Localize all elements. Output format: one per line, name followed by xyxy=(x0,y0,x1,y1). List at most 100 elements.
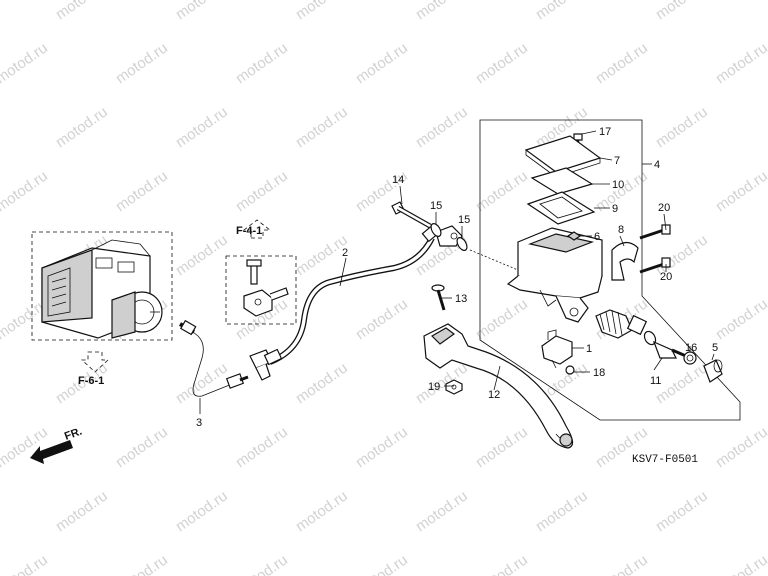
lever-pivot-bolt xyxy=(431,284,446,311)
callout-numbers: 17 7 10 9 4 6 8 20 20 14 15 15 2 13 1 18… xyxy=(196,126,718,429)
watermark-text: motod.ru xyxy=(173,231,231,279)
watermark-text: motod.ru xyxy=(53,103,111,151)
brake-light-switch xyxy=(541,329,573,369)
watermark-text: motod.ru xyxy=(473,551,531,576)
watermark-text: motod.ru xyxy=(113,423,171,471)
sealing-washer-lower xyxy=(456,237,468,251)
watermark-text: motod.ru xyxy=(233,39,291,87)
brake-pipe xyxy=(179,319,249,397)
diaphragm xyxy=(526,191,596,225)
master-cylinder-assembly-frame xyxy=(479,119,741,421)
watermark-text: motod.ru xyxy=(173,359,231,407)
sealing-washer-upper xyxy=(430,223,442,237)
diagram-code: KSV7-F0501 xyxy=(632,454,698,466)
brake-lever xyxy=(423,323,574,449)
f41-detail-frame xyxy=(225,255,297,325)
watermark-text: motod.ru xyxy=(653,103,711,151)
callout-15-right: 15 xyxy=(458,214,470,226)
piston-boot xyxy=(683,351,697,365)
watermark-text: motod.ru xyxy=(593,39,651,87)
ref-label-f61: F-6-1 xyxy=(78,375,104,387)
abs-modulator-unit xyxy=(41,239,163,339)
front-arrow: FR. xyxy=(30,425,84,464)
watermark-text: motod.ru xyxy=(533,487,591,535)
diaphragm-plate xyxy=(530,167,594,195)
watermark-text: motod.ru xyxy=(293,487,351,535)
watermark-text: motod.ru xyxy=(413,0,471,23)
callout-9: 9 xyxy=(612,203,618,215)
callout-18: 18 xyxy=(593,367,605,379)
callout-5: 5 xyxy=(712,342,718,354)
switch-screw xyxy=(565,365,575,375)
callout-8: 8 xyxy=(618,224,624,236)
watermark-text: motod.ru xyxy=(233,423,291,471)
watermark-text: motod.ru xyxy=(533,0,591,23)
watermark-text: motod.ru xyxy=(353,295,411,343)
watermark-text: motod.ru xyxy=(53,0,111,23)
leader-lines xyxy=(199,130,715,414)
abs-modulator-frame xyxy=(31,231,173,341)
ref-label-f41: F-4-1 xyxy=(236,225,262,237)
lever-pivot-nut xyxy=(445,379,463,395)
callout-2: 2 xyxy=(342,247,348,259)
watermark-text: motod.ru xyxy=(593,551,651,576)
watermark-text: motod.ru xyxy=(293,0,351,23)
master-cylinder-body xyxy=(469,227,603,323)
callout-12: 12 xyxy=(488,389,500,401)
watermark-text: motod.ru xyxy=(113,551,171,576)
brake-hose xyxy=(249,223,463,381)
watermark-text: motod.ru xyxy=(173,0,231,23)
watermark-text: motod.ru xyxy=(113,167,171,215)
watermark-text: motod.ru xyxy=(473,423,531,471)
push-rod-end xyxy=(703,359,723,383)
callout-16: 16 xyxy=(685,342,697,354)
watermark-text: motod.ru xyxy=(353,39,411,87)
f41-bracket-part xyxy=(243,259,289,317)
watermark-text: motod.ru xyxy=(0,39,51,87)
callout-6: 6 xyxy=(594,231,600,243)
watermark-text: motod.ru xyxy=(173,103,231,151)
watermark-text: motod.ru xyxy=(713,551,768,576)
callout-10: 10 xyxy=(612,179,624,191)
watermark-text: motod.ru xyxy=(233,167,291,215)
hose-lower-fitting xyxy=(249,348,283,381)
watermark-text: motod.ru xyxy=(473,167,531,215)
watermark-text: motod.ru xyxy=(473,295,531,343)
watermark-text: motod.ru xyxy=(413,487,471,535)
callout-19: 19 xyxy=(428,381,440,393)
callout-4: 4 xyxy=(654,159,660,171)
watermark-text: motod.ru xyxy=(653,0,711,23)
watermark-text: motod.ru xyxy=(173,487,231,535)
watermark-text: motod.ru xyxy=(713,39,768,87)
watermark-text: motod.ru xyxy=(473,39,531,87)
watermark-text: motod.ru xyxy=(113,39,171,87)
callout-20-lower: 20 xyxy=(660,271,672,283)
piston-set xyxy=(595,309,687,359)
watermark-text: motod.ru xyxy=(353,423,411,471)
watermark-text: motod.ru xyxy=(293,359,351,407)
front-label: FR. xyxy=(63,425,84,442)
watermark-text: motod.ru xyxy=(0,423,51,471)
f61-reference-arrow xyxy=(80,351,110,373)
watermark-text: motod.ru xyxy=(353,551,411,576)
banjo-bolt xyxy=(391,201,432,229)
watermark-text: motod.ru xyxy=(293,103,351,151)
callout-7: 7 xyxy=(614,155,620,167)
watermark-text: motod.ru xyxy=(233,551,291,576)
f41-detail-group: F-4-1 xyxy=(225,219,297,325)
abs-modulator-group: F-6-1 xyxy=(31,231,173,387)
watermark-text: motod.ru xyxy=(713,423,768,471)
callout-1: 1 xyxy=(586,343,592,355)
watermark-text: motod.ru xyxy=(413,103,471,151)
callout-20-upper: 20 xyxy=(658,202,670,214)
callout-15-left: 15 xyxy=(430,200,442,212)
callout-11: 11 xyxy=(650,375,661,387)
watermark-text: motod.ru xyxy=(653,487,711,535)
watermark-text: motod.ru xyxy=(713,295,768,343)
watermark-text: motod.ru xyxy=(713,167,768,215)
callout-14: 14 xyxy=(392,174,404,186)
handlebar-clamp xyxy=(611,241,639,281)
watermark-text: motod.ru xyxy=(0,167,51,215)
